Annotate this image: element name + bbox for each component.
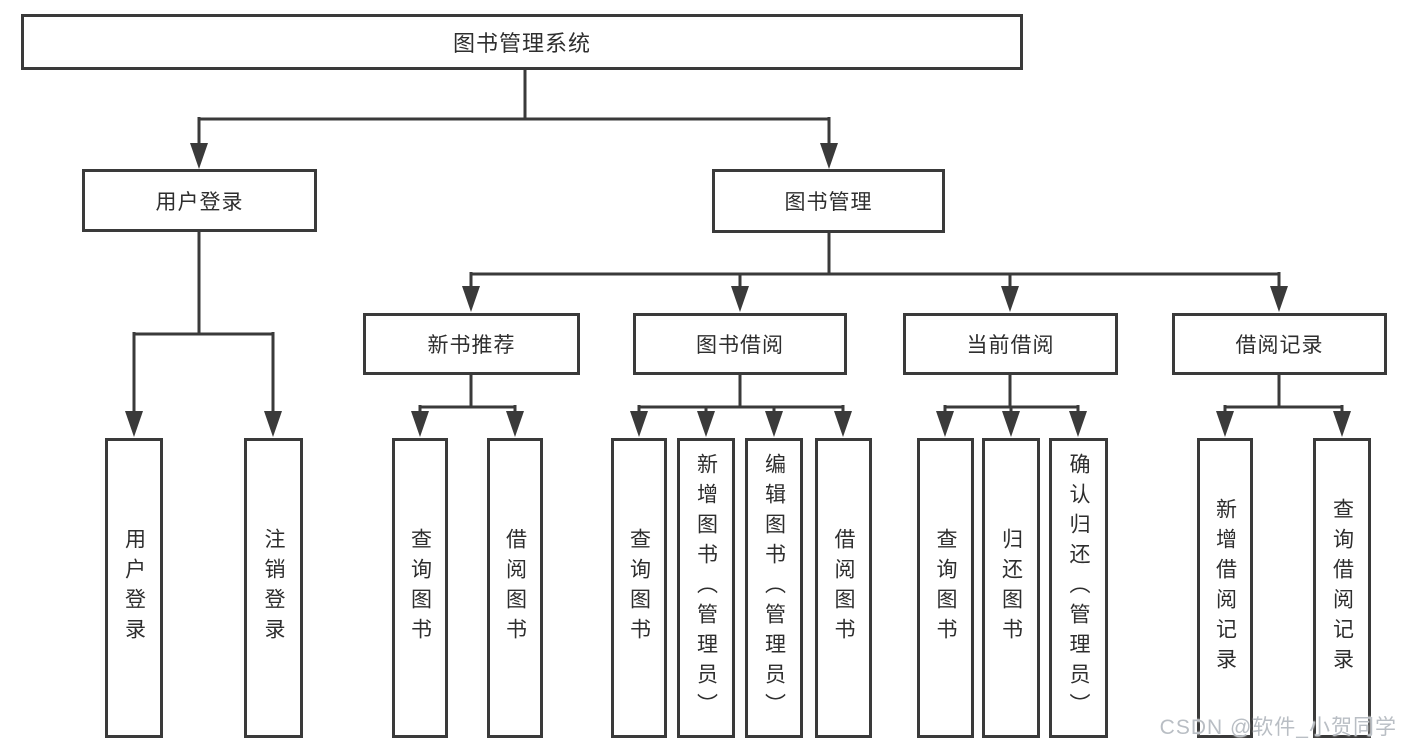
csdn-watermark: CSDN @软件_小贺同学 bbox=[1159, 716, 1397, 739]
leaf-current-return-label: 归还图书 bbox=[999, 528, 1023, 648]
node-borrow-record-label: 借阅记录 bbox=[1235, 334, 1324, 357]
leaf-user-login-label: 用户登录 bbox=[122, 528, 146, 648]
leaf-borrow-add: 新增图书（管理员） bbox=[677, 438, 735, 738]
node-current-borrow: 当前借阅 bbox=[903, 313, 1118, 375]
leaf-current-return: 归还图书 bbox=[982, 438, 1040, 738]
leaf-newbook-borrow: 借阅图书 bbox=[487, 438, 543, 738]
leaf-logout-label: 注销登录 bbox=[262, 528, 285, 648]
node-user-login: 用户登录 bbox=[82, 169, 317, 232]
leaf-record-add: 新增借阅记录 bbox=[1197, 438, 1253, 738]
node-root-label: 图书管理系统 bbox=[452, 31, 591, 56]
node-current-borrow-label: 当前借阅 bbox=[966, 334, 1055, 357]
node-borrow-record: 借阅记录 bbox=[1172, 313, 1387, 375]
leaf-record-query: 查询借阅记录 bbox=[1313, 438, 1371, 738]
leaf-borrow-borrow-label: 借阅图书 bbox=[832, 528, 855, 648]
leaf-newbook-query: 查询图书 bbox=[392, 438, 448, 738]
node-book-borrow: 图书借阅 bbox=[633, 313, 847, 375]
leaf-newbook-borrow-label: 借阅图书 bbox=[503, 528, 527, 648]
leaf-current-query: 查询图书 bbox=[917, 438, 974, 738]
leaf-record-add-label: 新增借阅记录 bbox=[1213, 498, 1237, 678]
node-book-mgmt: 图书管理 bbox=[712, 169, 945, 233]
leaf-logout: 注销登录 bbox=[244, 438, 303, 738]
node-root: 图书管理系统 bbox=[21, 14, 1023, 70]
node-new-book-rec-label: 新书推荐 bbox=[427, 334, 516, 357]
node-book-mgmt-label: 图书管理 bbox=[784, 191, 873, 214]
leaf-record-query-label: 查询借阅记录 bbox=[1330, 498, 1354, 678]
leaf-borrow-borrow: 借阅图书 bbox=[815, 438, 872, 738]
leaf-borrow-query: 查询图书 bbox=[611, 438, 667, 738]
leaf-current-confirm-label: 确认归还（管理员） bbox=[1067, 453, 1090, 723]
leaf-borrow-query-label: 查询图书 bbox=[627, 528, 651, 648]
node-new-book-rec: 新书推荐 bbox=[363, 313, 580, 375]
leaf-borrow-edit: 编辑图书（管理员） bbox=[745, 438, 803, 738]
leaf-borrow-add-label: 新增图书（管理员） bbox=[694, 453, 718, 723]
leaf-borrow-edit-label: 编辑图书（管理员） bbox=[762, 453, 786, 723]
node-book-borrow-label: 图书借阅 bbox=[696, 334, 784, 357]
node-user-login-label: 用户登录 bbox=[155, 190, 244, 214]
leaf-current-query-label: 查询图书 bbox=[934, 528, 957, 648]
leaf-current-confirm: 确认归还（管理员） bbox=[1049, 438, 1108, 738]
leaf-newbook-query-label: 查询图书 bbox=[408, 528, 432, 648]
leaf-user-login: 用户登录 bbox=[105, 438, 163, 738]
